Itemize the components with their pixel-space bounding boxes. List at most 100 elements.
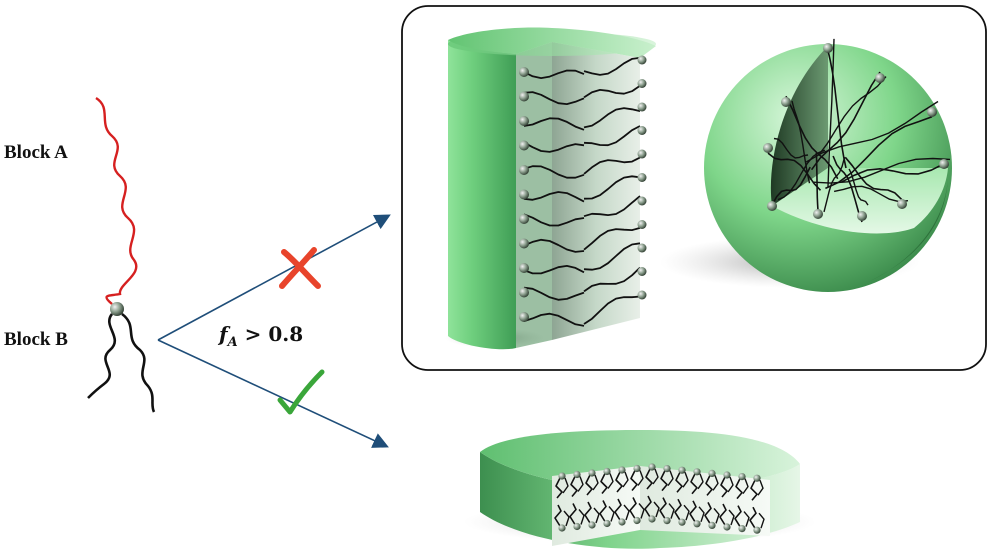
headgroup-bead <box>519 189 529 200</box>
block-b-chain-right <box>121 312 156 413</box>
polymer-chain <box>637 470 644 486</box>
polymer-chain <box>608 506 615 522</box>
headgroup-bead <box>637 79 647 88</box>
headgroup-bead <box>588 521 596 529</box>
polymer-chain <box>583 85 641 99</box>
block-b-label: Block B <box>4 329 68 350</box>
arrow-to-micelles <box>157 214 391 341</box>
condition-subscript: A <box>227 335 238 350</box>
headgroup-bead <box>738 525 746 533</box>
cylindrical-micelle <box>445 27 656 350</box>
polymer-chain <box>523 213 585 227</box>
polymer-chain <box>583 295 641 325</box>
headgroup-bead <box>693 468 701 476</box>
polymer-chain <box>767 152 822 191</box>
headgroup-bead <box>723 523 731 531</box>
headgroup-bead <box>663 517 671 525</box>
headgroup-bead <box>857 211 867 221</box>
headgroup-bead <box>939 159 949 169</box>
polymer-chain <box>827 50 847 169</box>
headgroup-bead <box>767 201 777 211</box>
block-b-chain-left <box>87 313 117 399</box>
polymer-chain <box>827 38 835 187</box>
headgroup-bead <box>573 522 581 531</box>
polymer-chain <box>720 476 728 498</box>
headgroup-bead <box>763 143 773 153</box>
polymer-chain <box>704 502 712 524</box>
polymer-chain <box>578 509 585 525</box>
polymer-chain <box>523 286 585 301</box>
polymer-chain <box>815 152 819 211</box>
headgroup-bead <box>781 97 791 107</box>
headgroup-bead <box>637 290 647 300</box>
polymer-chain <box>810 71 881 171</box>
headgroup-bead <box>573 470 581 479</box>
polymer-chain <box>583 242 641 271</box>
headgroup-bead <box>637 149 647 159</box>
polymer-chain <box>832 155 863 223</box>
polymer-chain <box>735 478 743 500</box>
polymer-chain <box>523 238 585 253</box>
headgroup-bead <box>648 463 656 471</box>
headgroup-bead <box>519 140 529 151</box>
polymer-chain <box>653 501 660 518</box>
arrow-to-vesicle <box>157 339 389 448</box>
polymer-chain <box>614 498 622 521</box>
headgroup-bead <box>519 263 529 273</box>
headgroup-bead <box>897 199 907 209</box>
polymer-chain <box>841 162 945 183</box>
headgroup-bead <box>637 55 647 65</box>
headgroup-bead <box>637 126 647 135</box>
headgroup-bead <box>738 473 746 481</box>
polymer-chain <box>644 495 652 518</box>
polymer-chain <box>823 156 846 213</box>
polymer-chain <box>523 69 585 79</box>
check-icon <box>277 369 325 415</box>
headgroup-bead <box>519 116 529 126</box>
headgroup-bead <box>693 520 701 528</box>
polymer-chain <box>593 507 600 524</box>
polymer-chain <box>523 91 585 105</box>
polymer-chain <box>592 474 599 491</box>
polymer-chain <box>585 474 593 496</box>
polymer-chain <box>563 510 570 527</box>
polymer-chain <box>583 227 641 251</box>
polymer-chain <box>600 473 608 495</box>
headgroup-bead <box>588 469 596 477</box>
polymer-chain <box>599 500 607 522</box>
headgroup-bead <box>603 467 611 476</box>
polymer-chain <box>785 95 839 180</box>
polymer-chain <box>698 506 705 523</box>
polymer-chain <box>523 141 585 153</box>
polymer-chain <box>523 117 585 131</box>
polymer-chain <box>623 504 630 521</box>
headgroup-bead <box>637 243 647 253</box>
polymer-chain <box>555 477 563 499</box>
polymer-chain <box>583 195 641 218</box>
headgroup-bead <box>637 173 647 182</box>
polymer-chain <box>791 100 811 184</box>
headgroup-bead <box>618 466 626 474</box>
headgroup-bead <box>519 67 529 77</box>
headgroup-bead <box>633 464 641 473</box>
headgroup-bead <box>558 524 566 532</box>
polymer-chain <box>833 185 909 203</box>
sphere-chains <box>763 38 951 223</box>
headgroup-bead <box>519 214 529 224</box>
headgroup-bead <box>648 515 656 523</box>
polymer-chain <box>554 504 562 527</box>
headgroup-bead <box>637 102 647 112</box>
headgroup-bead <box>723 471 731 479</box>
block-a-chain <box>95 96 138 305</box>
pathway-arrows <box>157 214 391 448</box>
junction-bead <box>110 302 124 316</box>
polymer-chain <box>562 477 569 494</box>
bilayer-chains <box>554 463 765 534</box>
headgroup-bead <box>927 107 937 117</box>
headgroup-bead <box>618 518 626 526</box>
polymer-chain <box>674 498 682 521</box>
polymer-chain <box>690 473 698 495</box>
headgroup-bead <box>753 526 761 534</box>
polymer-chain <box>570 476 578 498</box>
